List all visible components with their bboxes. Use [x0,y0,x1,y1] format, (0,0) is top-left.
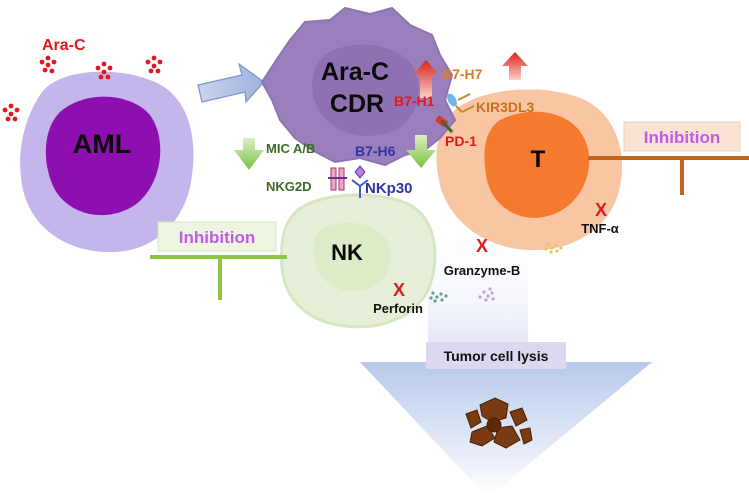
ara-c-cdr-label-line1: Ara-C [321,58,389,86]
t-cell-nucleus [484,111,590,218]
nk-cell-label: NK [331,240,363,265]
ara-c-cdr-nucleus [312,44,419,136]
aml-label: AML [73,129,131,159]
inhibition-label-right: Inhibition [644,128,720,147]
b7-h6-downregulation-arrow [406,135,436,168]
mic-ab-label: MIC A/B [266,141,315,156]
tumor-lysis-box [426,342,566,369]
kir3dl3-b7h7-receptor-icon [455,93,475,113]
aml-cell-nucleus [45,96,161,216]
tumor-debris-icon [465,397,533,449]
b7-h1-upregulation-arrow [413,60,439,98]
ara-c-cdr-label-line2: CDR [330,90,384,118]
granzyme-b-granules-icon [478,287,495,302]
pd-1-label: PD-1 [445,133,477,149]
tnf-alpha-label: TNF-α [581,221,619,236]
kir3dl3-label: KIR3DL3 [476,99,535,115]
nkp30-label: NKp30 [365,180,413,197]
ara-c-label: Ara-C [42,37,86,54]
tnf-alpha-granules-icon [544,242,563,254]
granzyme-b-label: Granzyme-B [444,263,521,278]
ara-c-drug-dots [2,55,163,122]
inhibition-box-right [623,121,741,152]
mic-ab-downregulation-arrow [234,138,264,170]
nk-cell-nucleus [313,222,391,292]
b7-h7-upregulation-arrow [502,52,528,80]
granzyme-b-blocked-icon: X [476,236,488,256]
b7-h7-label: B7-H7 [442,66,483,82]
tnf-alpha-blocked-icon: X [595,200,607,220]
nkp30-b7h6-receptor-icon [351,165,369,198]
nkg2d-label: NKG2D [266,179,312,194]
tumor-cell-lysis-label: Tumor cell lysis [444,348,549,364]
perforin-granules-icon [429,291,448,303]
perforin-blocked-icon: X [393,280,405,300]
b7-h1-label: B7-H1 [394,93,435,109]
b7-h6-label: B7-H6 [355,143,396,159]
nkg2d-mica-receptor-icon [328,167,347,191]
t-cell-label: T [531,146,546,173]
progression-arrow [197,62,265,104]
perforin-label: Perforin [373,301,423,316]
pd1-b7h1-receptor-icon [435,93,457,134]
inhibition-label-left: Inhibition [179,228,255,247]
inhibition-box-left [157,221,277,252]
